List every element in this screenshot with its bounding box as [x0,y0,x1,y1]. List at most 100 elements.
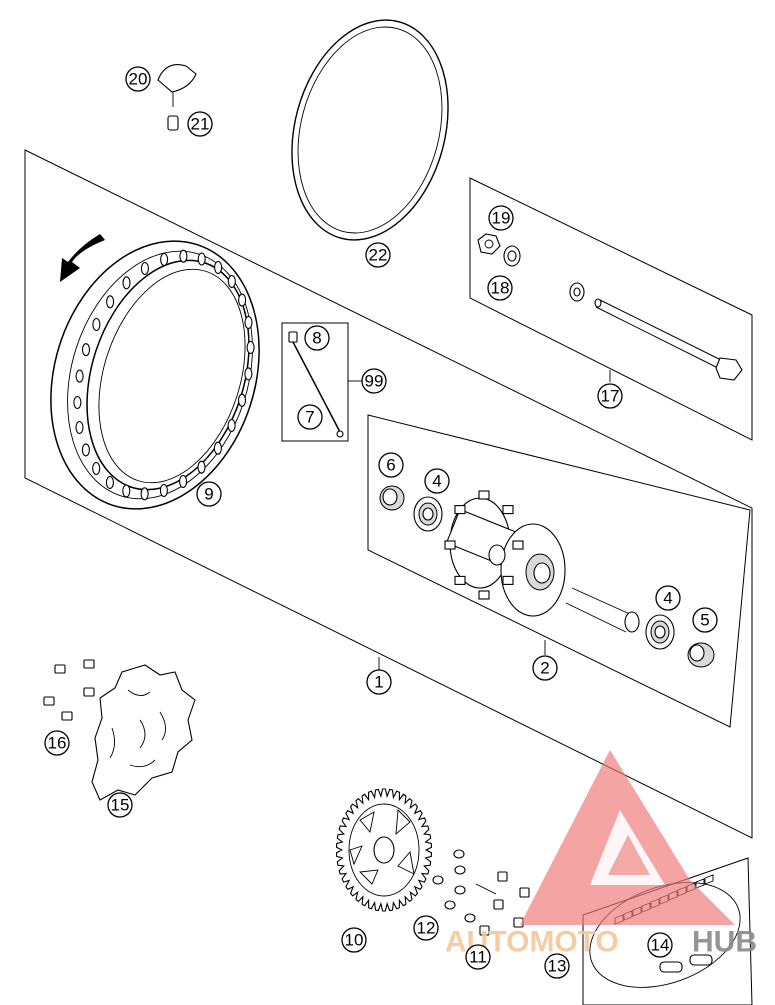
callout-14: 14 [647,932,673,958]
bearing-right [645,614,675,650]
rim-hole [140,487,149,501]
hub-distance-tube [565,587,640,633]
rim-hole [140,261,149,276]
rim-hole [214,260,223,275]
svg-text:4: 4 [663,589,672,608]
callout-1: 1 [366,669,392,695]
rim-hole [246,340,255,355]
svg-text:9: 9 [204,485,213,504]
rim-strip [291,19,449,241]
callout-13: 13 [544,953,570,979]
svg-text:1: 1 [374,673,383,692]
rim-hole [106,295,115,309]
callout-99: 99 [361,368,387,394]
axle-frame [469,177,753,441]
callout-2: 2 [532,655,558,681]
callout-5: 5 [692,607,718,633]
svg-text:16: 16 [48,734,67,753]
svg-text:21: 21 [191,115,210,134]
rim-hole [244,315,253,330]
svg-text:18: 18 [491,279,510,298]
rim-hole [197,252,206,266]
svg-text:5: 5 [700,611,709,630]
rim-hole [122,276,131,290]
rim-hole [179,249,188,263]
hub-lug [502,575,514,585]
rim-hole [213,441,222,455]
callout-10: 10 [341,927,367,953]
svg-text:19: 19 [492,209,511,228]
callout-17: 17 [597,383,623,409]
svg-text:12: 12 [417,919,436,938]
svg-text:13: 13 [548,957,567,976]
axle-washer [503,245,521,267]
rim-spoke-holes [73,249,255,501]
svg-text:10: 10 [345,931,364,950]
brake-disc [91,664,196,801]
wheel-hub [445,497,566,617]
bearing-left [413,496,443,532]
callout-6: 6 [378,452,404,478]
rim-hole [179,474,188,489]
wheel-assembly-frame [24,149,753,839]
hub-lug [502,505,514,515]
hub-lug [478,590,490,600]
rim-hole [105,475,114,490]
hub-lug [444,540,456,550]
axle-nut [477,233,501,255]
callout-21: 21 [187,111,213,137]
callout-4b: 4 [655,585,681,611]
hub-lug [454,575,466,585]
rim-hole [238,293,247,307]
rotation-arrow-icon [60,234,105,282]
hub-lug [512,540,524,550]
spoke-frame [281,322,349,442]
svg-text:11: 11 [469,948,487,967]
callout-4a: 4 [424,468,450,494]
callout-8: 8 [304,325,330,351]
hub-lug [454,505,466,515]
rim-hole [122,484,131,498]
rim-hole [159,483,168,498]
rim-hole [227,274,236,289]
svg-text:7: 7 [305,408,314,427]
svg-text:2: 2 [540,659,549,678]
svg-text:6: 6 [386,456,395,475]
spacer-left [379,485,405,511]
rim-hole [81,443,90,457]
callout-12: 12 [413,915,439,941]
automotohub-watermark: AUTOMOTO HUB [445,750,757,959]
svg-text:4: 4 [432,472,441,491]
callout-11: 11 [465,944,491,970]
callout-7: 7 [297,404,323,430]
rim-hole [75,420,84,435]
rim-hole [160,252,169,267]
hub-assembly-frame [367,414,751,728]
callout-18: 18 [487,275,513,301]
axle [569,282,743,381]
watermark-text-hub: HUB [692,926,757,959]
svg-text:22: 22 [369,246,388,265]
hub-lug [478,490,490,500]
sprocket-bolts-and-nuts [432,849,530,936]
svg-text:17: 17 [601,387,620,406]
hub-flange-lugs [444,490,524,600]
svg-text:20: 20 [129,70,148,89]
callout-19: 19 [488,205,514,231]
rim-hole [92,317,101,332]
svg-text:15: 15 [111,796,130,815]
rim-hole [92,461,101,476]
rear-sprocket [335,788,433,912]
rim-hole [227,418,236,433]
spoke [288,331,344,438]
svg-text:14: 14 [651,936,670,955]
chain-frame [582,857,753,1005]
disc-bolts [43,659,95,721]
rim-hole [81,343,91,357]
svg-text:8: 8 [312,329,321,348]
rim-hole [73,395,82,410]
leader-lines [348,370,611,670]
rim-hole [75,369,84,383]
rim-hole [244,367,253,381]
